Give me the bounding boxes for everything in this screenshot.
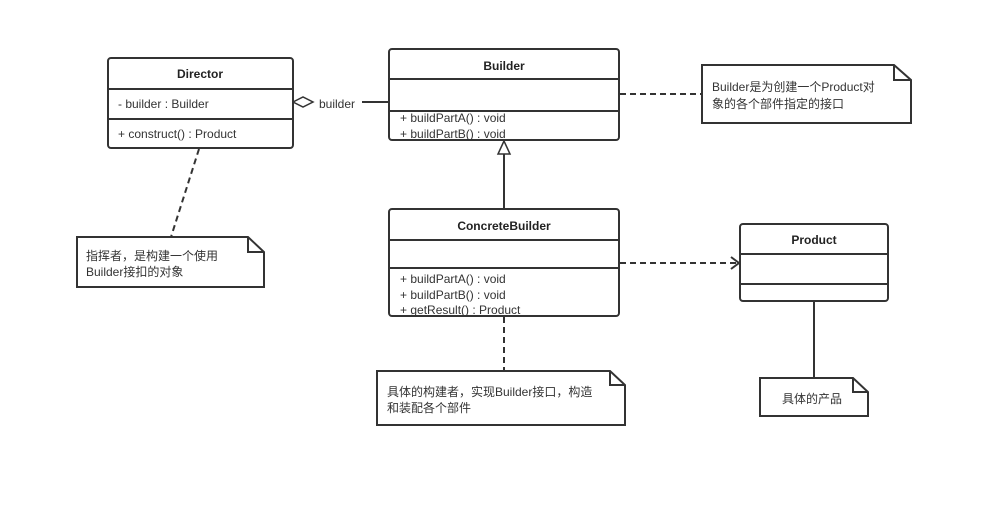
note-fold <box>852 378 868 393</box>
class-name: Builder <box>483 59 525 73</box>
note-builder[interactable]: Builder是为创建一个Product对 象的各个部件指定的接口 <box>701 64 912 124</box>
class-attribute: - builder : Builder <box>118 97 209 111</box>
class-operation: + buildPartA() : void <box>400 272 506 286</box>
class-box <box>107 57 294 149</box>
aggregation-diamond <box>291 96 315 108</box>
class-operation: + getResult() : Product <box>400 303 521 317</box>
note-line: Builder接扣的对象 <box>86 264 183 279</box>
aggregation-label: builder <box>319 97 355 111</box>
class-box <box>388 208 620 317</box>
class-name: Director <box>177 67 223 81</box>
class-product[interactable]: Product <box>739 223 889 302</box>
class-director[interactable]: Director - builder : Builder + construct… <box>107 57 294 149</box>
note-shape <box>701 64 912 124</box>
class-operation: + buildPartB() : void <box>400 127 506 141</box>
note-shape <box>376 370 626 426</box>
note-line: 象的各个部件指定的接口 <box>712 96 844 111</box>
note-line: Builder是为创建一个Product对 <box>712 80 875 94</box>
note-fold <box>609 371 625 386</box>
note-fold <box>247 237 264 253</box>
note-shape <box>76 236 265 288</box>
note-concrete-builder[interactable]: 具体的构建者，实现Builder接口，构造 和装配各个部件 <box>376 370 626 426</box>
director-note-anchor <box>170 148 200 238</box>
note-fold <box>893 65 911 81</box>
class-box <box>388 48 620 141</box>
note-line: 具体的构建者，实现Builder接口，构造 <box>387 384 592 399</box>
dependency-edge <box>620 256 741 270</box>
note-line: 和装配各个部件 <box>387 400 471 415</box>
note-line: 指挥者，是构建一个使用 <box>86 248 218 263</box>
class-operation: + construct() : Product <box>118 127 237 141</box>
class-name: Product <box>791 233 836 247</box>
note-product[interactable]: 具体的产品 <box>759 377 869 417</box>
class-operation: + buildPartA() : void <box>400 111 506 125</box>
generalization-arrowhead <box>496 139 512 155</box>
class-concrete-builder[interactable]: ConcreteBuilder + buildPartA() : void + … <box>388 208 620 317</box>
note-shape <box>759 377 869 417</box>
class-box <box>739 223 889 302</box>
note-director[interactable]: 指挥者，是构建一个使用 Builder接扣的对象 <box>76 236 265 288</box>
class-name: ConcreteBuilder <box>457 219 551 233</box>
aggregation-edge: builder <box>291 96 389 111</box>
class-builder[interactable]: Builder + buildPartA() : void + buildPar… <box>388 48 620 141</box>
class-operation: + buildPartB() : void <box>400 288 506 302</box>
note-line: 具体的产品 <box>782 391 842 406</box>
generalization-edge <box>496 139 512 208</box>
